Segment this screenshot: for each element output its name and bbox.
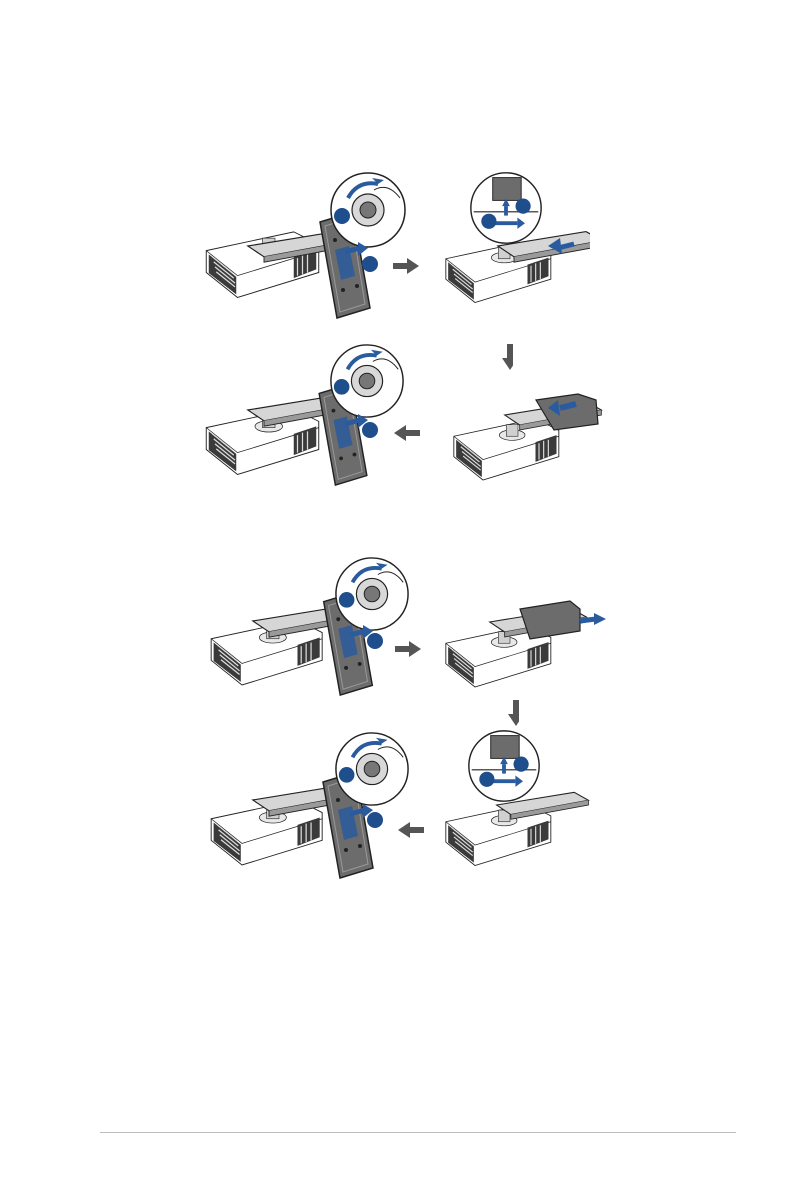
zoom-latch-detail bbox=[469, 731, 539, 801]
panel-stand-with-vesa-plate bbox=[200, 342, 415, 487]
stand-illustration bbox=[205, 730, 417, 880]
zoom-screw-detail bbox=[331, 173, 405, 247]
flow-arrow-left bbox=[394, 425, 420, 446]
step-marker bbox=[367, 812, 383, 828]
stand-illustration bbox=[200, 170, 415, 320]
panel-stand-with-vesa-plate bbox=[200, 170, 415, 320]
flow-arrow-right bbox=[393, 258, 419, 279]
flow-arrow-right bbox=[395, 641, 421, 662]
panel-stand-arm-slide-out bbox=[440, 595, 620, 695]
panel-stand-arm-slide-in bbox=[448, 380, 608, 490]
zoom-screw-detail bbox=[331, 345, 403, 417]
step-marker bbox=[362, 256, 378, 272]
stand-illustration bbox=[440, 595, 620, 695]
panel-stand-with-vesa-plate bbox=[205, 555, 417, 697]
panel-stand-with-vesa-plate bbox=[205, 730, 417, 880]
footer-divider bbox=[100, 1132, 736, 1133]
panel-stand-arm-lock-detail bbox=[440, 728, 590, 873]
stand-illustration bbox=[205, 555, 417, 697]
zoom-latch-detail bbox=[471, 173, 541, 243]
step-marker bbox=[367, 633, 383, 649]
flow-arrow-down bbox=[497, 344, 513, 375]
stand-illustration bbox=[200, 342, 415, 487]
zoom-screw-detail bbox=[336, 733, 408, 805]
step-marker bbox=[362, 422, 378, 438]
flow-arrow-down bbox=[503, 700, 519, 731]
zoom-screw-detail bbox=[336, 558, 408, 630]
flow-arrow-left bbox=[398, 822, 424, 843]
stand-illustration bbox=[440, 170, 590, 310]
panel-stand-arm-lock-detail bbox=[440, 170, 590, 310]
stand-illustration bbox=[448, 380, 608, 490]
stand-illustration bbox=[440, 728, 590, 873]
